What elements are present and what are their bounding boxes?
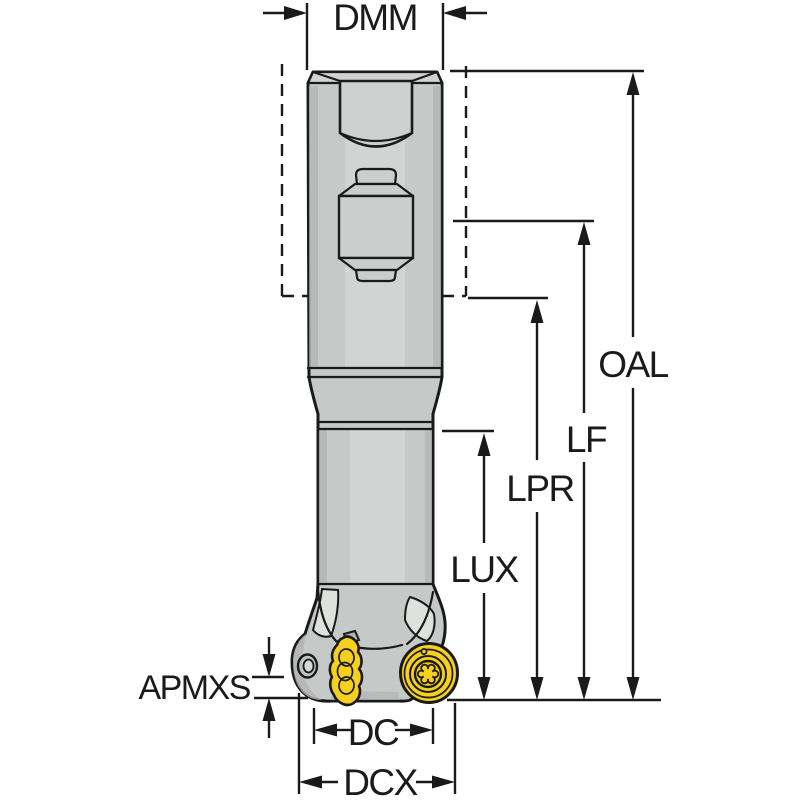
dim-label-apmxs: APMXS — [138, 669, 250, 707]
dimension-oal: OAL — [598, 72, 670, 700]
head-shadow-left — [293, 634, 322, 700]
insert-index-dot — [420, 648, 428, 655]
dim-label-dcx: DCX — [343, 762, 417, 800]
dimension-lf: LF — [566, 222, 608, 700]
dim-label-oal: OAL — [598, 344, 668, 385]
dim-label-dmm: DMM — [333, 0, 417, 38]
dim-label-lf: LF — [566, 419, 607, 460]
weldon-flat — [338, 79, 414, 148]
dimension-dmm: DMM — [263, 0, 487, 70]
clamp-screw — [337, 167, 415, 283]
tool-body — [290, 70, 459, 707]
body-transition-lines — [306, 366, 444, 586]
torx-screw-icon — [416, 663, 440, 685]
dimension-lux: LUX — [450, 433, 520, 700]
side-hole-inner — [302, 658, 315, 674]
cutter-head — [293, 587, 436, 700]
dimension-lpr: LPR — [506, 300, 575, 700]
dim-label-lux: LUX — [450, 549, 518, 590]
reference-lines — [442, 69, 661, 702]
flute-left — [311, 587, 340, 638]
dim-label-lpr: LPR — [506, 468, 573, 509]
dimension-dc: DC — [312, 708, 435, 753]
dimension-dcx: DCX — [297, 693, 457, 800]
dim-label-dc: DC — [348, 712, 399, 753]
insert-edge-view — [328, 635, 364, 707]
insert-face-view — [399, 642, 459, 704]
dimension-apmxs: APMXS — [138, 637, 308, 738]
